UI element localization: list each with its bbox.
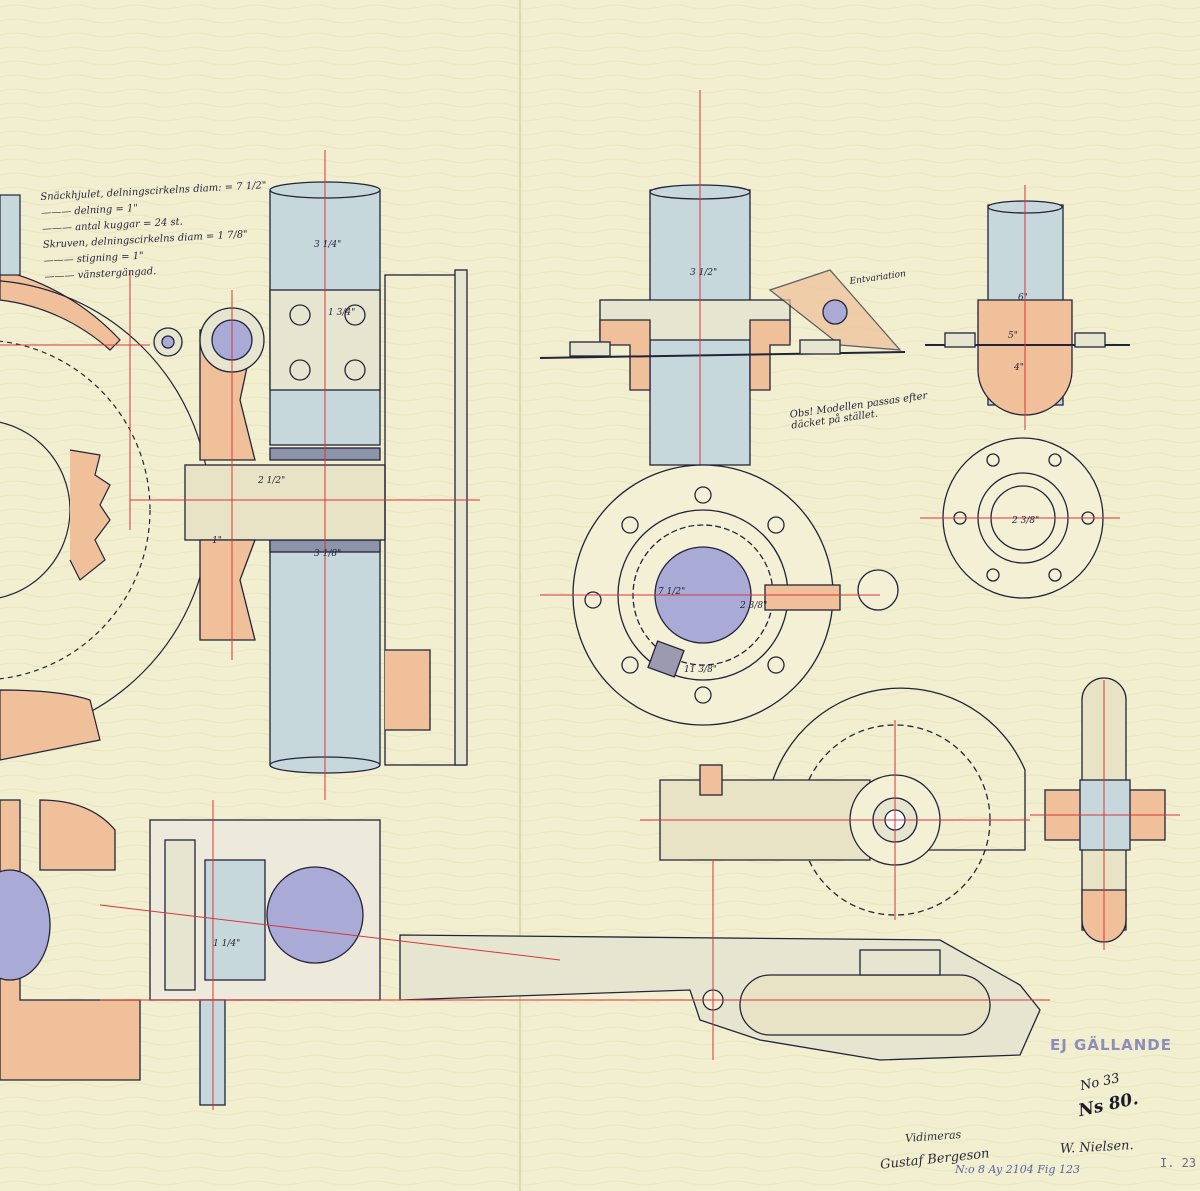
dimension-label: 2 1/2" <box>257 476 285 486</box>
dimension-label: 4" <box>1013 363 1024 373</box>
dimension-label: 3 1/2" <box>690 268 717 278</box>
not-valid-stamp: EJ GÄLLANDE <box>1050 1036 1172 1054</box>
dimension-label: 3 1/8" <box>314 549 341 559</box>
sheet-corner-number: I. 23 <box>1160 1156 1197 1170</box>
dimension-label: 6" <box>1018 293 1028 303</box>
dimension-label: 2 3/8" <box>739 601 767 611</box>
dimension-label: 1 3/4" <box>328 308 355 318</box>
reference-stamp: N:o 8 Ay 2104 Fig 123 <box>955 1163 1080 1176</box>
dimension-label: 7 1/2" <box>658 587 685 597</box>
dimension-labels: 3 1/4" 1 3/4" 2 1/2" 3 1/8" 7 1/2" 6" 4"… <box>212 240 1039 949</box>
dimension-label: 5" <box>1008 331 1018 341</box>
dimension-label: 2 3/8" <box>1011 516 1039 526</box>
dimension-label: 3 1/4" <box>314 240 341 250</box>
worm-gear-notes: Snäckhjulet, delningscirkelns diam: = 7 … <box>40 178 271 286</box>
centerline <box>99 904 561 961</box>
dimension-label: 1" <box>212 536 222 546</box>
dimension-label: 11 3/8" <box>684 665 717 675</box>
dimension-label: 1 1/4" <box>213 939 240 949</box>
worm-wheel-elevation <box>0 194 211 761</box>
